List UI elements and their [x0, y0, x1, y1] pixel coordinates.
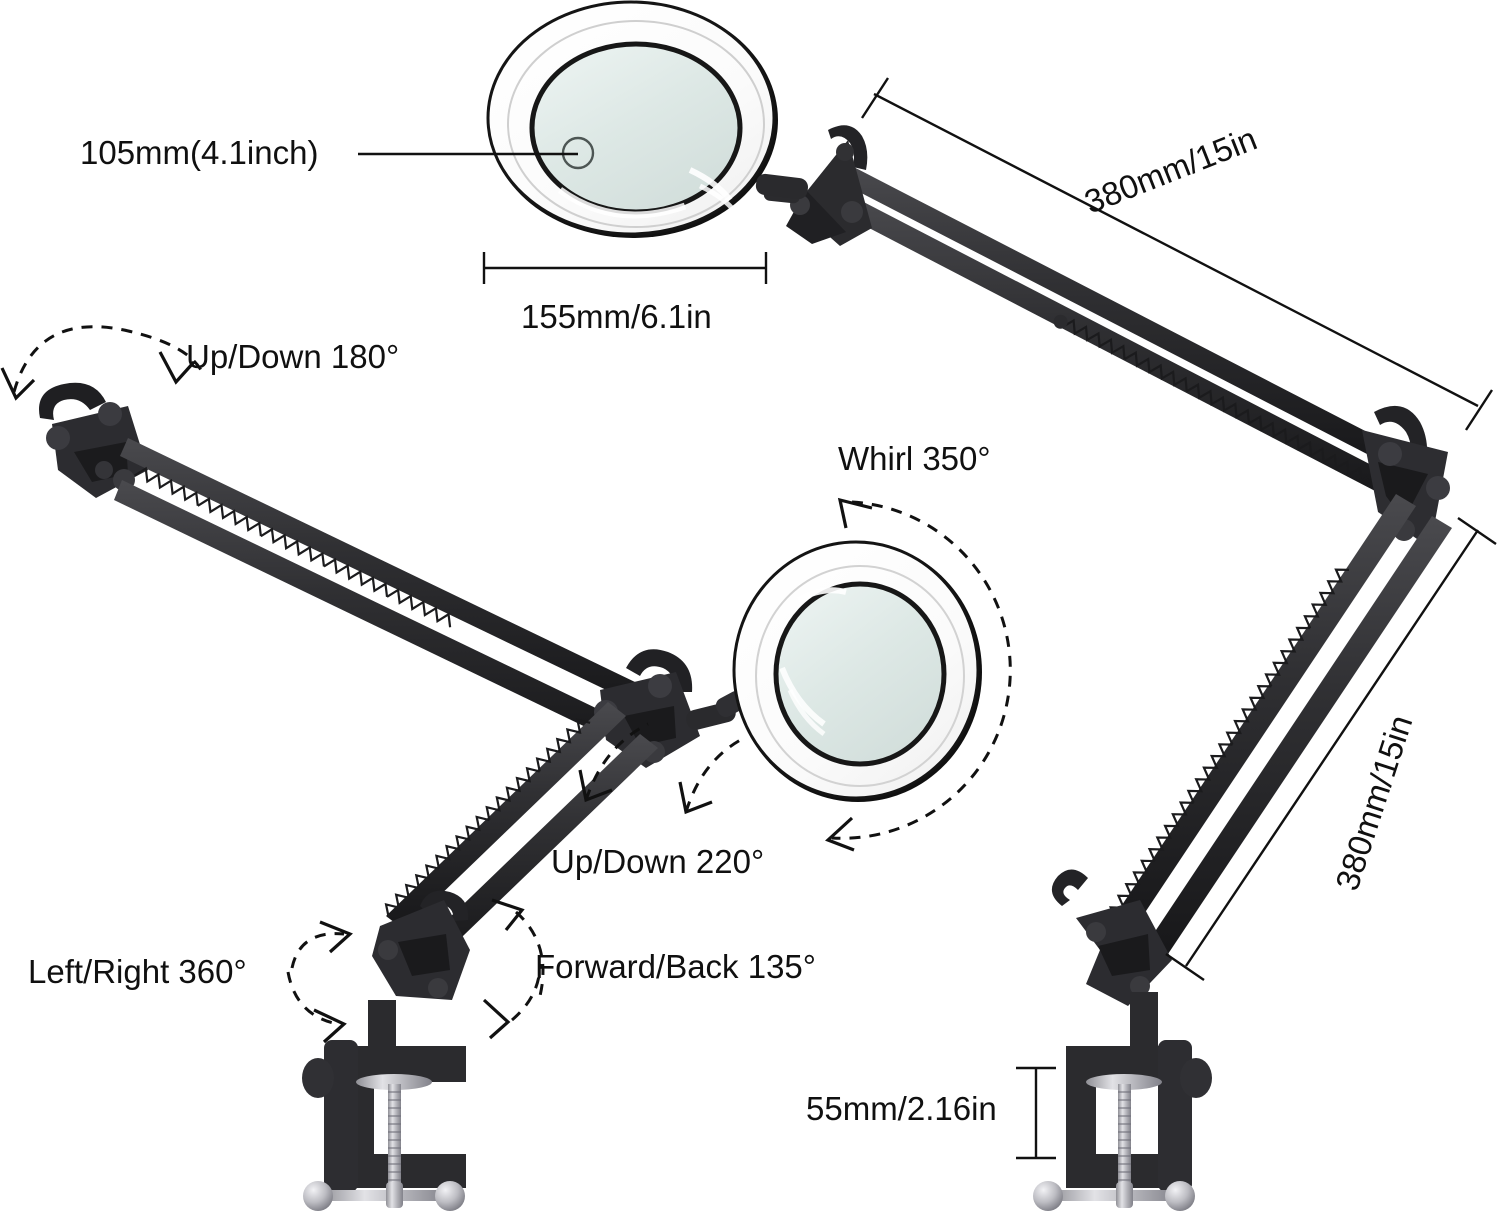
label-clamp-depth: 55mm/2.16in — [806, 1090, 997, 1127]
arrowhead-up-down-180-left — [0, 367, 36, 401]
arc-left-right-360-top — [290, 932, 345, 969]
label-whirl-350: Whirl 350° — [838, 440, 991, 477]
upper-swing-arm — [838, 163, 1412, 506]
arrow-heads — [0, 351, 873, 1044]
arrowhead-up-down-220-right — [678, 781, 713, 815]
arrowhead-forward-back-top — [491, 898, 525, 931]
arrowhead-forward-back-bottom — [482, 998, 511, 1040]
motion-arcs — [12, 325, 1012, 1026]
dim-lower-arm — [1185, 529, 1479, 967]
clamp-base-right — [1033, 869, 1212, 1211]
label-up-down-220: Up/Down 220° — [551, 843, 765, 880]
lamp-head-top — [486, 0, 808, 238]
left-upper-arm-spring — [133, 464, 456, 629]
mid-elbow-joint — [594, 649, 747, 768]
arc-forward-back-135-bottom — [511, 963, 542, 1022]
lamp-head-center — [732, 540, 982, 802]
arc-up-down-220-left — [584, 722, 649, 801]
left-lower-arm — [379, 702, 658, 962]
upper-unit-lower-arm — [1105, 494, 1452, 960]
label-lens-diameter: 105mm(4.1inch) — [80, 134, 319, 171]
left-head-bracket — [39, 382, 148, 498]
label-shade-width: 155mm/6.1in — [521, 298, 712, 335]
arrowhead-whirl-top — [837, 497, 873, 529]
upper-elbow-joint — [1362, 405, 1450, 548]
arrowhead-up-down-180-right — [158, 351, 196, 385]
arrowhead-left-right-bottom — [313, 1008, 347, 1044]
left-upper-arm — [114, 438, 660, 756]
label-up-down-180: Up/Down 180° — [186, 338, 400, 375]
arrowhead-whirl-bottom — [825, 816, 855, 852]
lower-arm-spring — [1105, 562, 1351, 921]
arc-up-down-220-right — [684, 736, 745, 813]
arc-left-right-360-bottom — [286, 971, 339, 1026]
lamp-unit-lower — [39, 382, 982, 1211]
dimension-lines — [358, 77, 1497, 1160]
arrowhead-left-right-top — [319, 920, 353, 954]
label-left-right-360: Left/Right 360° — [28, 953, 247, 990]
arc-whirl-350 — [831, 500, 1012, 840]
label-forward-back-135: Forward/Back 135° — [535, 948, 816, 985]
arc-forward-back-135-top — [515, 910, 545, 997]
upper-arm-spring — [1053, 314, 1380, 489]
arc-up-down-180 — [12, 325, 204, 393]
lamp-unit-upper — [486, 0, 1452, 1211]
clamp-base-left — [302, 890, 470, 1211]
dim-upper-arm — [873, 92, 1479, 408]
arrowhead-up-down-220-left — [578, 769, 613, 803]
